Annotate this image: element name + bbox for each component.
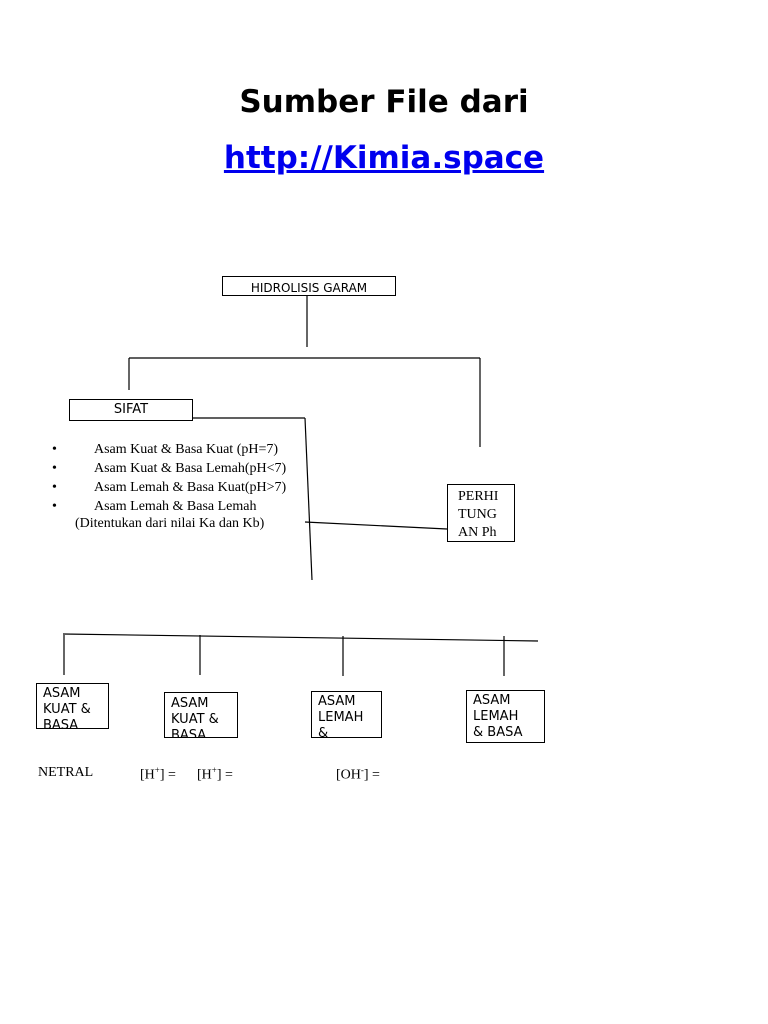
page-title: Sumber File dari — [239, 84, 529, 120]
type-node-box: ASAM LEMAH & BASA — [466, 690, 545, 743]
source-link[interactable]: http://Kimia.space — [223, 140, 545, 176]
root-node-box: HIDROLISIS GARAM — [222, 276, 396, 296]
result-h-plus: [H+] = — [140, 765, 176, 783]
source-link-wrap: http://Kimia.space — [0, 140, 768, 176]
type-node-box: ASAM LEMAH & — [311, 691, 382, 738]
bullet-icon: • — [52, 480, 57, 495]
connector-line — [304, 521, 448, 530]
bullet-icon: • — [52, 442, 57, 457]
result-h-plus: [H+] = — [197, 765, 233, 783]
result-oh-minus: [OH-] = — [336, 765, 380, 783]
bullet-icon: • — [52, 461, 57, 476]
sifat-node-box: SIFAT — [69, 399, 193, 421]
result-netral: NETRAL — [38, 765, 94, 780]
perhitungan-node-box: PERHI TUNG AN Ph — [447, 484, 515, 542]
connector-line — [62, 633, 539, 642]
type-node-box: ASAM KUAT & BASA — [164, 692, 238, 738]
sifat-note: (Ditentukan dari nilai Ka dan Kb) — [75, 516, 265, 531]
connector-line — [304, 417, 313, 581]
type-node-box: ASAM KUAT & BASA — [36, 683, 109, 729]
bullet-icon: • — [52, 499, 57, 514]
